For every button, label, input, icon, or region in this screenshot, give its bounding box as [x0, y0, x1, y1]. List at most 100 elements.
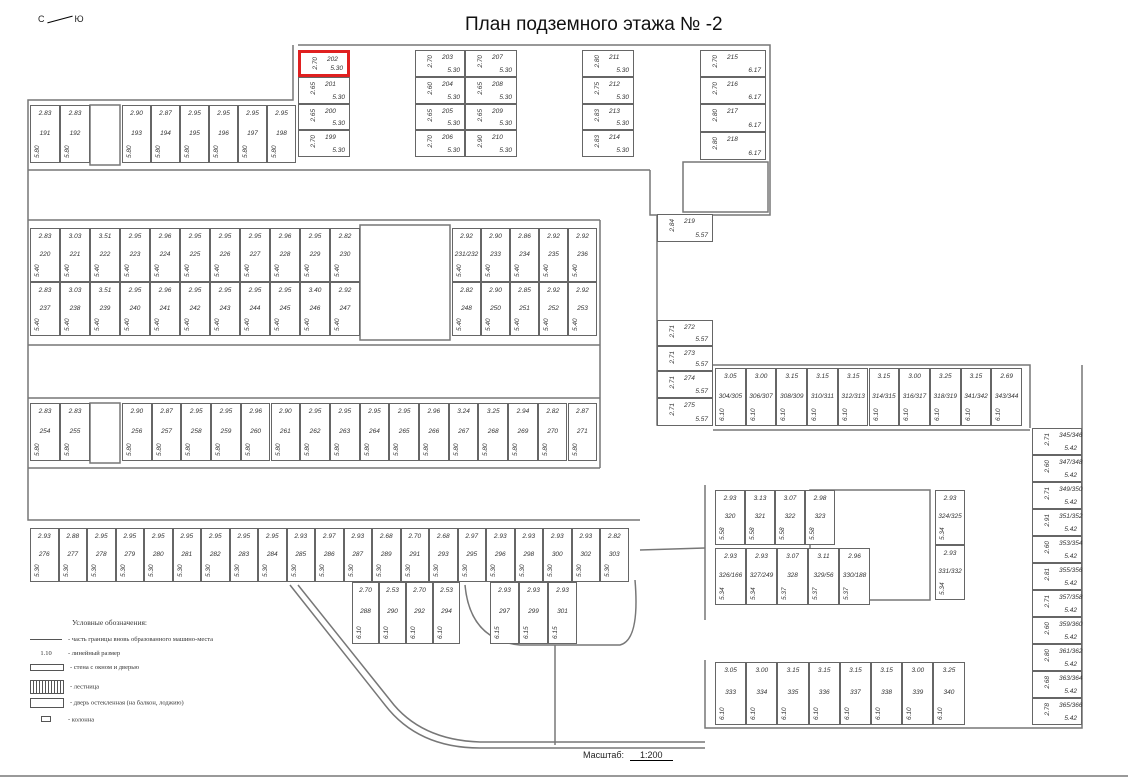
- parking-spot-234[interactable]: 2.862345.40: [510, 228, 539, 282]
- parking-spot-282[interactable]: 2.952825.30: [201, 528, 230, 582]
- parking-spot-237[interactable]: 2.832375.40: [30, 282, 60, 336]
- parking-spot-333[interactable]: 3.053336.10: [715, 662, 747, 725]
- parking-spot-254[interactable]: 2.832545.80: [30, 403, 60, 461]
- parking-spot-212[interactable]: 2.752125.30: [582, 77, 634, 104]
- parking-spot-337[interactable]: 3.153376.10: [839, 662, 871, 725]
- parking-spot-262[interactable]: 2.952625.80: [300, 403, 330, 461]
- parking-spot-222[interactable]: 3.512225.40: [90, 228, 120, 282]
- parking-spot-294[interactable]: 2.532946.10: [433, 582, 460, 644]
- parking-spot-226[interactable]: 2.952265.40: [210, 228, 240, 282]
- parking-spot-275[interactable]: 2.712755.57: [657, 398, 713, 426]
- parking-spot-359-360[interactable]: 2.60359/3605.42: [1032, 617, 1083, 644]
- parking-spot-314-315[interactable]: 3.15314/3156.10: [868, 368, 900, 426]
- parking-spot-310-311[interactable]: 3.15310/3116.10: [807, 368, 838, 426]
- parking-spot-261[interactable]: 2.902615.80: [270, 403, 301, 461]
- parking-spot-195[interactable]: 2.951955.80: [180, 105, 209, 163]
- parking-spot-300[interactable]: 2.933005.30: [543, 528, 572, 582]
- parking-spot-221[interactable]: 3.032215.40: [60, 228, 90, 282]
- parking-spot-284[interactable]: 2.952845.30: [258, 528, 287, 582]
- parking-spot-240[interactable]: 2.952405.40: [120, 282, 150, 336]
- parking-spot-223[interactable]: 2.952235.40: [120, 228, 150, 282]
- parking-spot-336[interactable]: 3.153366.10: [808, 662, 840, 725]
- parking-spot-215[interactable]: 2.702156.17: [700, 50, 766, 77]
- parking-spot-280[interactable]: 2.952805.30: [144, 528, 173, 582]
- parking-spot-206[interactable]: 2.702065.30: [415, 130, 465, 157]
- parking-spot-192[interactable]: 2.831925.80: [60, 105, 90, 163]
- parking-spot-335[interactable]: 3.153356.10: [777, 662, 809, 725]
- parking-spot-293[interactable]: 2.682935.30: [429, 528, 458, 582]
- parking-spot-306-307[interactable]: 3.00306/3076.10: [745, 368, 777, 426]
- parking-spot-343-344[interactable]: 2.69343/3446.10: [991, 368, 1022, 426]
- parking-spot-304-305[interactable]: 3.05304/3056.10: [715, 368, 746, 426]
- parking-spot-339[interactable]: 3.003396.10: [902, 662, 934, 725]
- parking-spot-316-317[interactable]: 3.00316/3176.10: [899, 368, 930, 426]
- parking-spot-224[interactable]: 2.962245.40: [150, 228, 180, 282]
- parking-spot-272[interactable]: 2.712725.57: [657, 320, 713, 346]
- parking-spot-365-366[interactable]: 2.78365/3665.42: [1032, 698, 1083, 725]
- parking-spot-211[interactable]: 2.802115.30: [582, 50, 634, 77]
- parking-spot-323[interactable]: 2.983235.58: [805, 490, 835, 545]
- parking-spot-292[interactable]: 2.702926.10: [406, 582, 433, 644]
- parking-spot-260[interactable]: 2.962605.80: [240, 403, 271, 461]
- parking-spot-266[interactable]: 2.962665.80: [419, 403, 449, 461]
- parking-spot-209[interactable]: 2.652095.30: [465, 104, 517, 130]
- parking-spot-259[interactable]: 2.952595.80: [211, 403, 241, 461]
- parking-spot-193[interactable]: 2.901935.80: [122, 105, 151, 163]
- parking-spot-227[interactable]: 2.952275.40: [240, 228, 270, 282]
- parking-spot-207[interactable]: 2.702075.30: [465, 50, 517, 77]
- parking-spot-245[interactable]: 2.952455.40: [270, 282, 300, 336]
- parking-spot-301[interactable]: 2.933016.15: [548, 582, 577, 644]
- parking-spot-217[interactable]: 2.802176.17: [700, 104, 766, 132]
- parking-spot-213[interactable]: 2.832135.30: [582, 104, 634, 130]
- parking-spot-283[interactable]: 2.952835.30: [229, 528, 258, 582]
- parking-spot-347-348[interactable]: 2.60347/3485.42: [1032, 455, 1083, 482]
- parking-spot-290[interactable]: 2.532906.10: [379, 582, 406, 644]
- parking-spot-299[interactable]: 2.932996.15: [519, 582, 548, 644]
- parking-spot-318-319[interactable]: 3.25318/3196.10: [929, 368, 961, 426]
- parking-spot-331-332[interactable]: 2.93331/3325.34: [935, 545, 965, 600]
- parking-spot-194[interactable]: 2.871945.80: [151, 105, 180, 163]
- parking-spot-329-56[interactable]: 3.11329/565.37: [808, 548, 839, 605]
- parking-spot-265[interactable]: 2.952655.80: [389, 403, 419, 461]
- parking-spot-253[interactable]: 2.922535.40: [568, 282, 597, 336]
- parking-spot-239[interactable]: 3.512395.40: [90, 282, 120, 336]
- parking-spot-258[interactable]: 2.952585.80: [181, 403, 212, 461]
- parking-spot-327-249[interactable]: 2.93327/2495.34: [746, 548, 777, 605]
- parking-spot-298[interactable]: 2.932985.30: [514, 528, 543, 582]
- parking-spot-355-356[interactable]: 2.81355/3565.42: [1032, 563, 1083, 590]
- parking-spot-225[interactable]: 2.952255.40: [180, 228, 210, 282]
- parking-spot-273[interactable]: 2.712735.57: [657, 346, 713, 371]
- parking-spot-216[interactable]: 2.702166.17: [700, 77, 766, 104]
- parking-spot-210[interactable]: 2.902105.30: [465, 130, 517, 157]
- parking-spot-291[interactable]: 2.702915.30: [400, 528, 429, 582]
- parking-spot-353-354[interactable]: 2.60353/3545.42: [1032, 536, 1083, 563]
- parking-spot-235[interactable]: 2.922355.40: [539, 228, 568, 282]
- parking-spot-250[interactable]: 2.902505.40: [481, 282, 510, 336]
- parking-spot-256[interactable]: 2.902565.80: [122, 403, 152, 461]
- parking-spot-270[interactable]: 2.822705.80: [537, 403, 568, 461]
- parking-spot-201[interactable]: 2.652015.30: [298, 77, 350, 104]
- parking-spot-289[interactable]: 2.682895.30: [372, 528, 401, 582]
- parking-spot-204[interactable]: 2.602045.30: [415, 77, 465, 104]
- parking-spot-199[interactable]: 2.701995.30: [298, 130, 350, 157]
- parking-spot-264[interactable]: 2.952645.80: [359, 403, 390, 461]
- parking-spot-340[interactable]: 3.253406.10: [933, 662, 965, 725]
- parking-spot-363-364[interactable]: 2.68363/3645.42: [1032, 671, 1083, 698]
- parking-spot-214[interactable]: 2.832145.30: [582, 130, 634, 157]
- parking-spot-357-358[interactable]: 2.71357/3585.42: [1032, 590, 1083, 617]
- parking-spot-278[interactable]: 2.952785.30: [87, 528, 116, 582]
- parking-spot-279[interactable]: 2.952795.30: [115, 528, 144, 582]
- parking-spot-202[interactable]: 2.702025.30: [298, 50, 350, 77]
- parking-spot-238[interactable]: 3.032385.40: [60, 282, 90, 336]
- parking-spot-244[interactable]: 2.952445.40: [240, 282, 270, 336]
- parking-spot-228[interactable]: 2.962285.40: [270, 228, 300, 282]
- parking-spot-297[interactable]: 2.932976.15: [490, 582, 519, 644]
- parking-spot-277[interactable]: 2.882775.30: [58, 528, 87, 582]
- parking-spot-257[interactable]: 2.872575.80: [151, 403, 182, 461]
- parking-spot-248[interactable]: 2.822485.40: [452, 282, 481, 336]
- parking-spot-246[interactable]: 3.402465.40: [300, 282, 330, 336]
- parking-spot-252[interactable]: 2.922525.40: [539, 282, 568, 336]
- parking-spot-197[interactable]: 2.951975.80: [238, 105, 267, 163]
- parking-spot-196[interactable]: 2.951965.80: [209, 105, 238, 163]
- parking-spot-303[interactable]: 2.823035.30: [600, 528, 629, 582]
